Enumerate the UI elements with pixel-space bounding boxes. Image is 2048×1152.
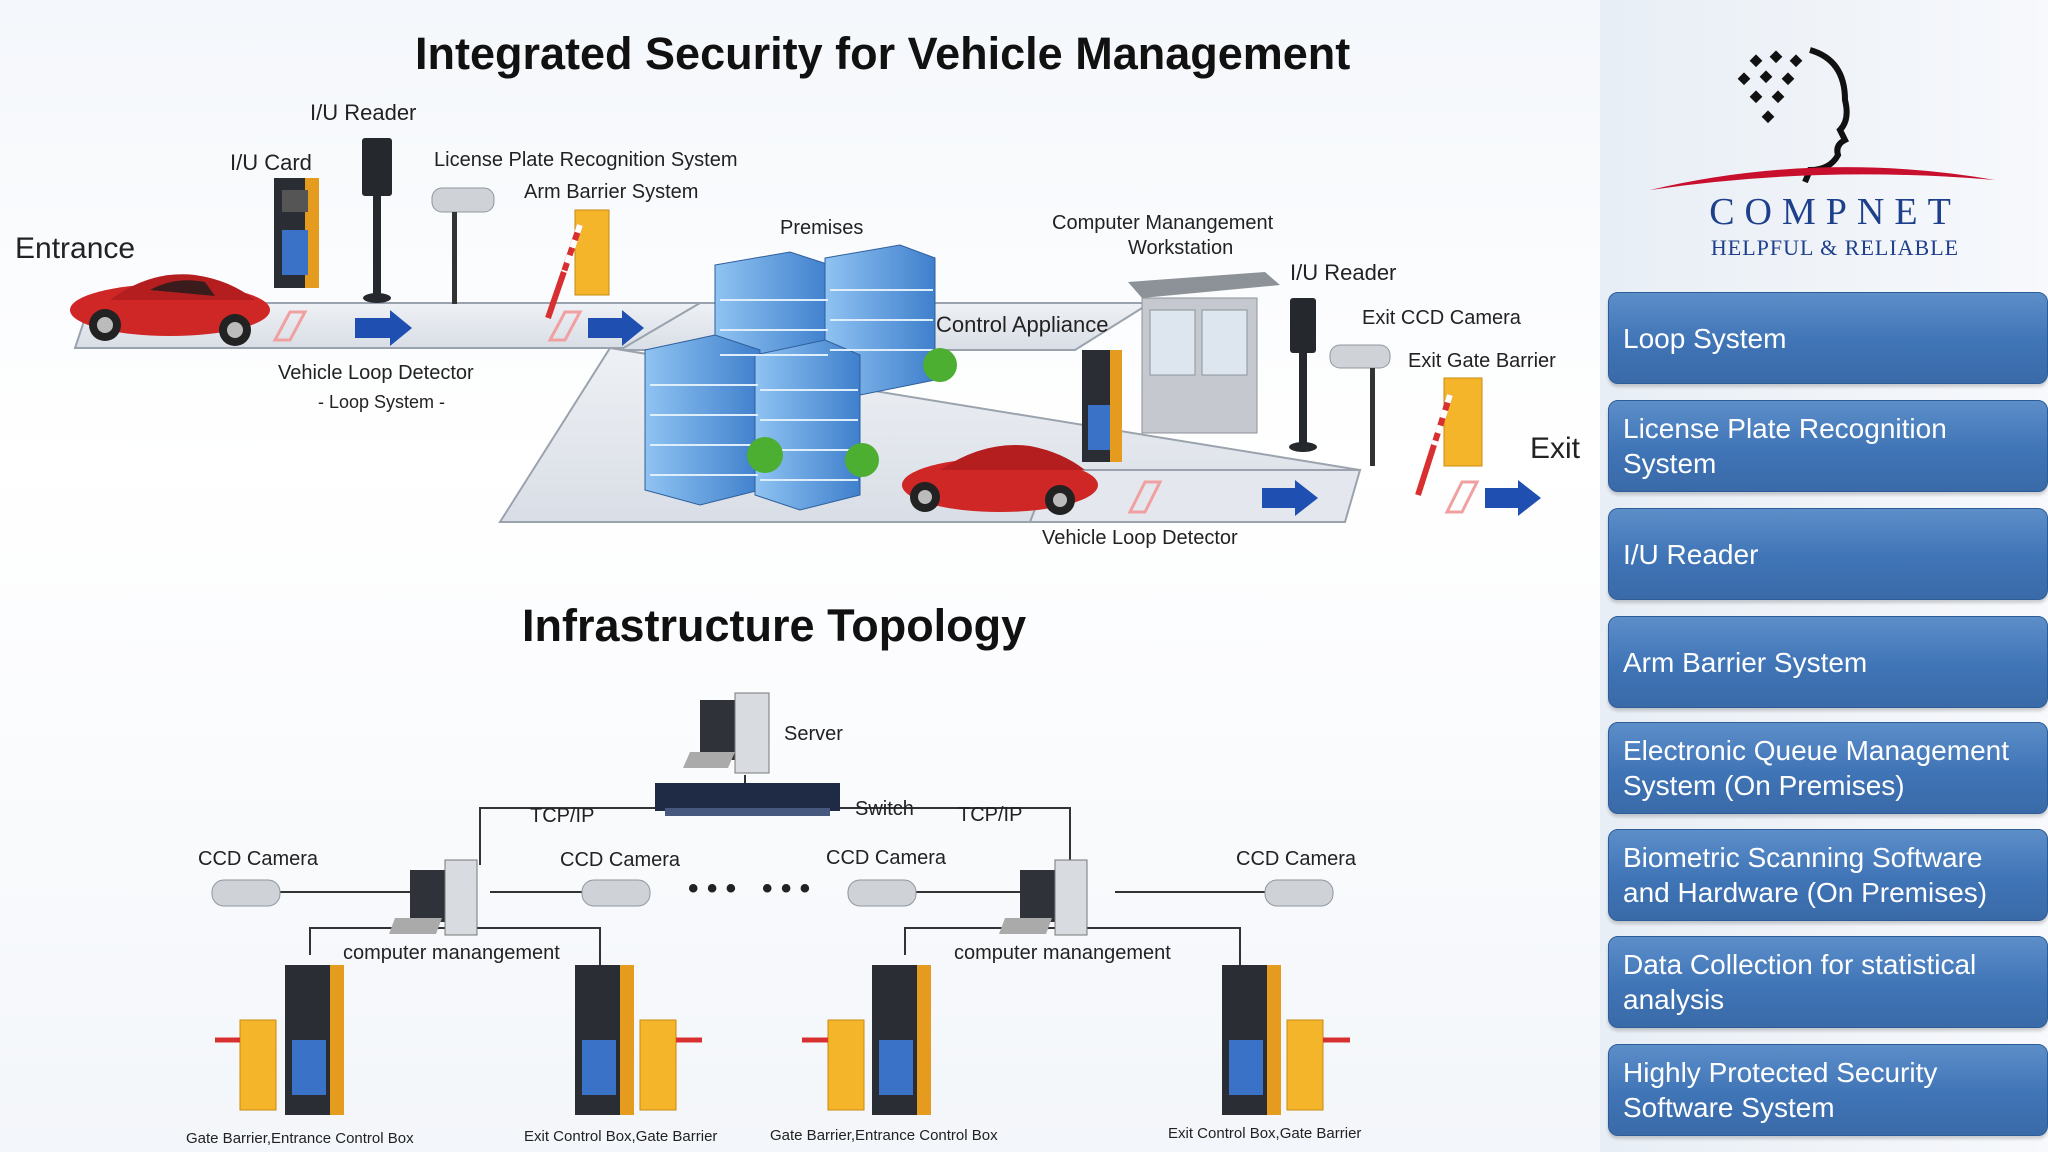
main-title: Integrated Security for Vehicle Manageme… — [415, 28, 1351, 79]
unit-2-label: Exit Control Box,Gate Barrier — [524, 1128, 718, 1145]
menu-iu-reader-button[interactable]: I/U Reader — [1608, 508, 2048, 600]
unit-1-label: Gate Barrier,Entrance Control Box — [186, 1130, 414, 1147]
switch-label: Switch — [855, 798, 914, 820]
menu-label: Electronic Queue Management System (On P… — [1623, 735, 2009, 801]
logo-tagline: HELPFUL & RELIABLE — [1710, 235, 1960, 260]
ccd-camera-2-label: CCD Camera — [560, 849, 681, 871]
ccd-camera-4-label: CCD Camera — [1236, 848, 1357, 870]
network-switch — [655, 783, 840, 816]
loop-detector-label: Vehicle Loop Detector — [278, 362, 474, 384]
menu-loop-system-button[interactable]: Loop System — [1608, 292, 2048, 384]
ccd-camera-2 — [581, 879, 651, 907]
control-unit-1 — [215, 965, 344, 1115]
computer-management-right-label: computer manangement — [954, 942, 1171, 964]
exit-loop-detector-label: Vehicle Loop Detector — [1042, 527, 1238, 549]
control-unit-4 — [1222, 965, 1350, 1115]
iu-reader-label: I/U Reader — [310, 100, 417, 125]
unit-3-label: Gate Barrier,Entrance Control Box — [770, 1127, 998, 1144]
menu-label: Data Collection for statistical analysis — [1623, 949, 1977, 1015]
ccd-camera-1-label: CCD Camera — [198, 848, 319, 870]
menu-lpr-system-button[interactable]: License Plate Recognition System — [1608, 400, 2048, 492]
loop-detector-marks — [272, 310, 1480, 514]
server-computer — [683, 692, 770, 774]
ccd-camera-3 — [847, 879, 917, 907]
premises-car — [902, 445, 1098, 515]
control-unit-3 — [802, 965, 931, 1115]
logo-head-outline-icon — [1802, 47, 1850, 184]
direction-arrows — [355, 310, 1541, 516]
vehicle-flow-illustration — [70, 138, 1541, 523]
ellipsis-right: • • • — [762, 872, 811, 905]
entrance-car — [70, 274, 270, 346]
logo-dots-icon — [1737, 50, 1803, 124]
iu-card-kiosk — [274, 178, 319, 288]
exit-gate-barrier — [1415, 377, 1483, 496]
topology-diagram — [211, 692, 1350, 1115]
menu-security-software-button[interactable]: Highly Protected Security Software Syste… — [1608, 1044, 2048, 1136]
arm-barrier-label: Arm Barrier System — [524, 181, 699, 203]
exit-ccd-camera — [1329, 344, 1391, 466]
computer-left — [389, 859, 478, 936]
control-appliance-label: Control Appliance — [936, 312, 1109, 337]
iu-card-label: I/U Card — [230, 150, 312, 175]
ccd-camera-3-label: CCD Camera — [826, 847, 947, 869]
menu-data-collection-button[interactable]: Data Collection for statistical analysis — [1608, 936, 2048, 1028]
premises-buildings — [644, 244, 957, 511]
ccd-camera-4 — [1264, 879, 1334, 907]
menu-label: I/U Reader — [1623, 538, 1759, 570]
server-label: Server — [784, 723, 843, 745]
workstation-label-line2: Workstation — [1128, 237, 1234, 259]
menu-label: Loop System — [1623, 322, 1787, 354]
tcpip-left-label: TCP/IP — [530, 805, 595, 827]
menu-biometric-button[interactable]: Biometric Scanning Software and Hardware… — [1608, 829, 2048, 921]
control-unit-2 — [575, 965, 702, 1115]
menu-label: Highly Protected Security Software Syste… — [1623, 1057, 1938, 1123]
tcpip-right-label: TCP/IP — [958, 804, 1023, 826]
logo-name: COMPNET — [1709, 191, 1961, 233]
exit-gate-label: Exit Gate Barrier — [1408, 350, 1556, 372]
compnet-logo — [1650, 47, 1995, 190]
arm-barrier-entrance — [545, 209, 610, 319]
unit-4-label: Exit Control Box,Gate Barrier — [1168, 1125, 1362, 1142]
computer-right — [999, 859, 1088, 936]
workstation-label-line1: Computer Manangement — [1052, 212, 1274, 234]
lpr-system-label: License Plate Recognition System — [434, 149, 738, 171]
menu-arm-barrier-button[interactable]: Arm Barrier System — [1608, 616, 2048, 708]
workstation-booth — [1128, 272, 1280, 434]
logo-swoosh-icon — [1650, 167, 1995, 190]
lpr-camera — [431, 187, 495, 304]
premises-label: Premises — [780, 217, 864, 239]
iu-reader-pole — [362, 138, 392, 303]
diagram-area: Integrated Security for Vehicle Manageme… — [15, 28, 1581, 1147]
exit-ccd-label: Exit CCD Camera — [1362, 307, 1521, 329]
entrance-label: Entrance — [15, 232, 136, 265]
menu-queue-management-button[interactable]: Electronic Queue Management System (On P… — [1608, 722, 2048, 814]
ccd-camera-1 — [211, 879, 281, 907]
exit-label: Exit — [1530, 432, 1581, 465]
topology-title: Infrastructure Topology — [522, 600, 1027, 651]
computer-management-left-label: computer manangement — [343, 942, 560, 964]
loop-system-label: - Loop System - — [318, 392, 446, 412]
menu-label: Arm Barrier System — [1623, 646, 1868, 678]
ellipsis-left: • • • — [688, 872, 737, 905]
exit-iu-reader-pole — [1289, 298, 1317, 452]
exit-iu-reader-label: I/U Reader — [1290, 260, 1397, 285]
menu-label: Biometric Scanning Software and Hardware… — [1623, 842, 1988, 908]
menu-label: License Plate Recognition System — [1623, 413, 1947, 479]
control-appliance-kiosk — [1082, 350, 1122, 462]
